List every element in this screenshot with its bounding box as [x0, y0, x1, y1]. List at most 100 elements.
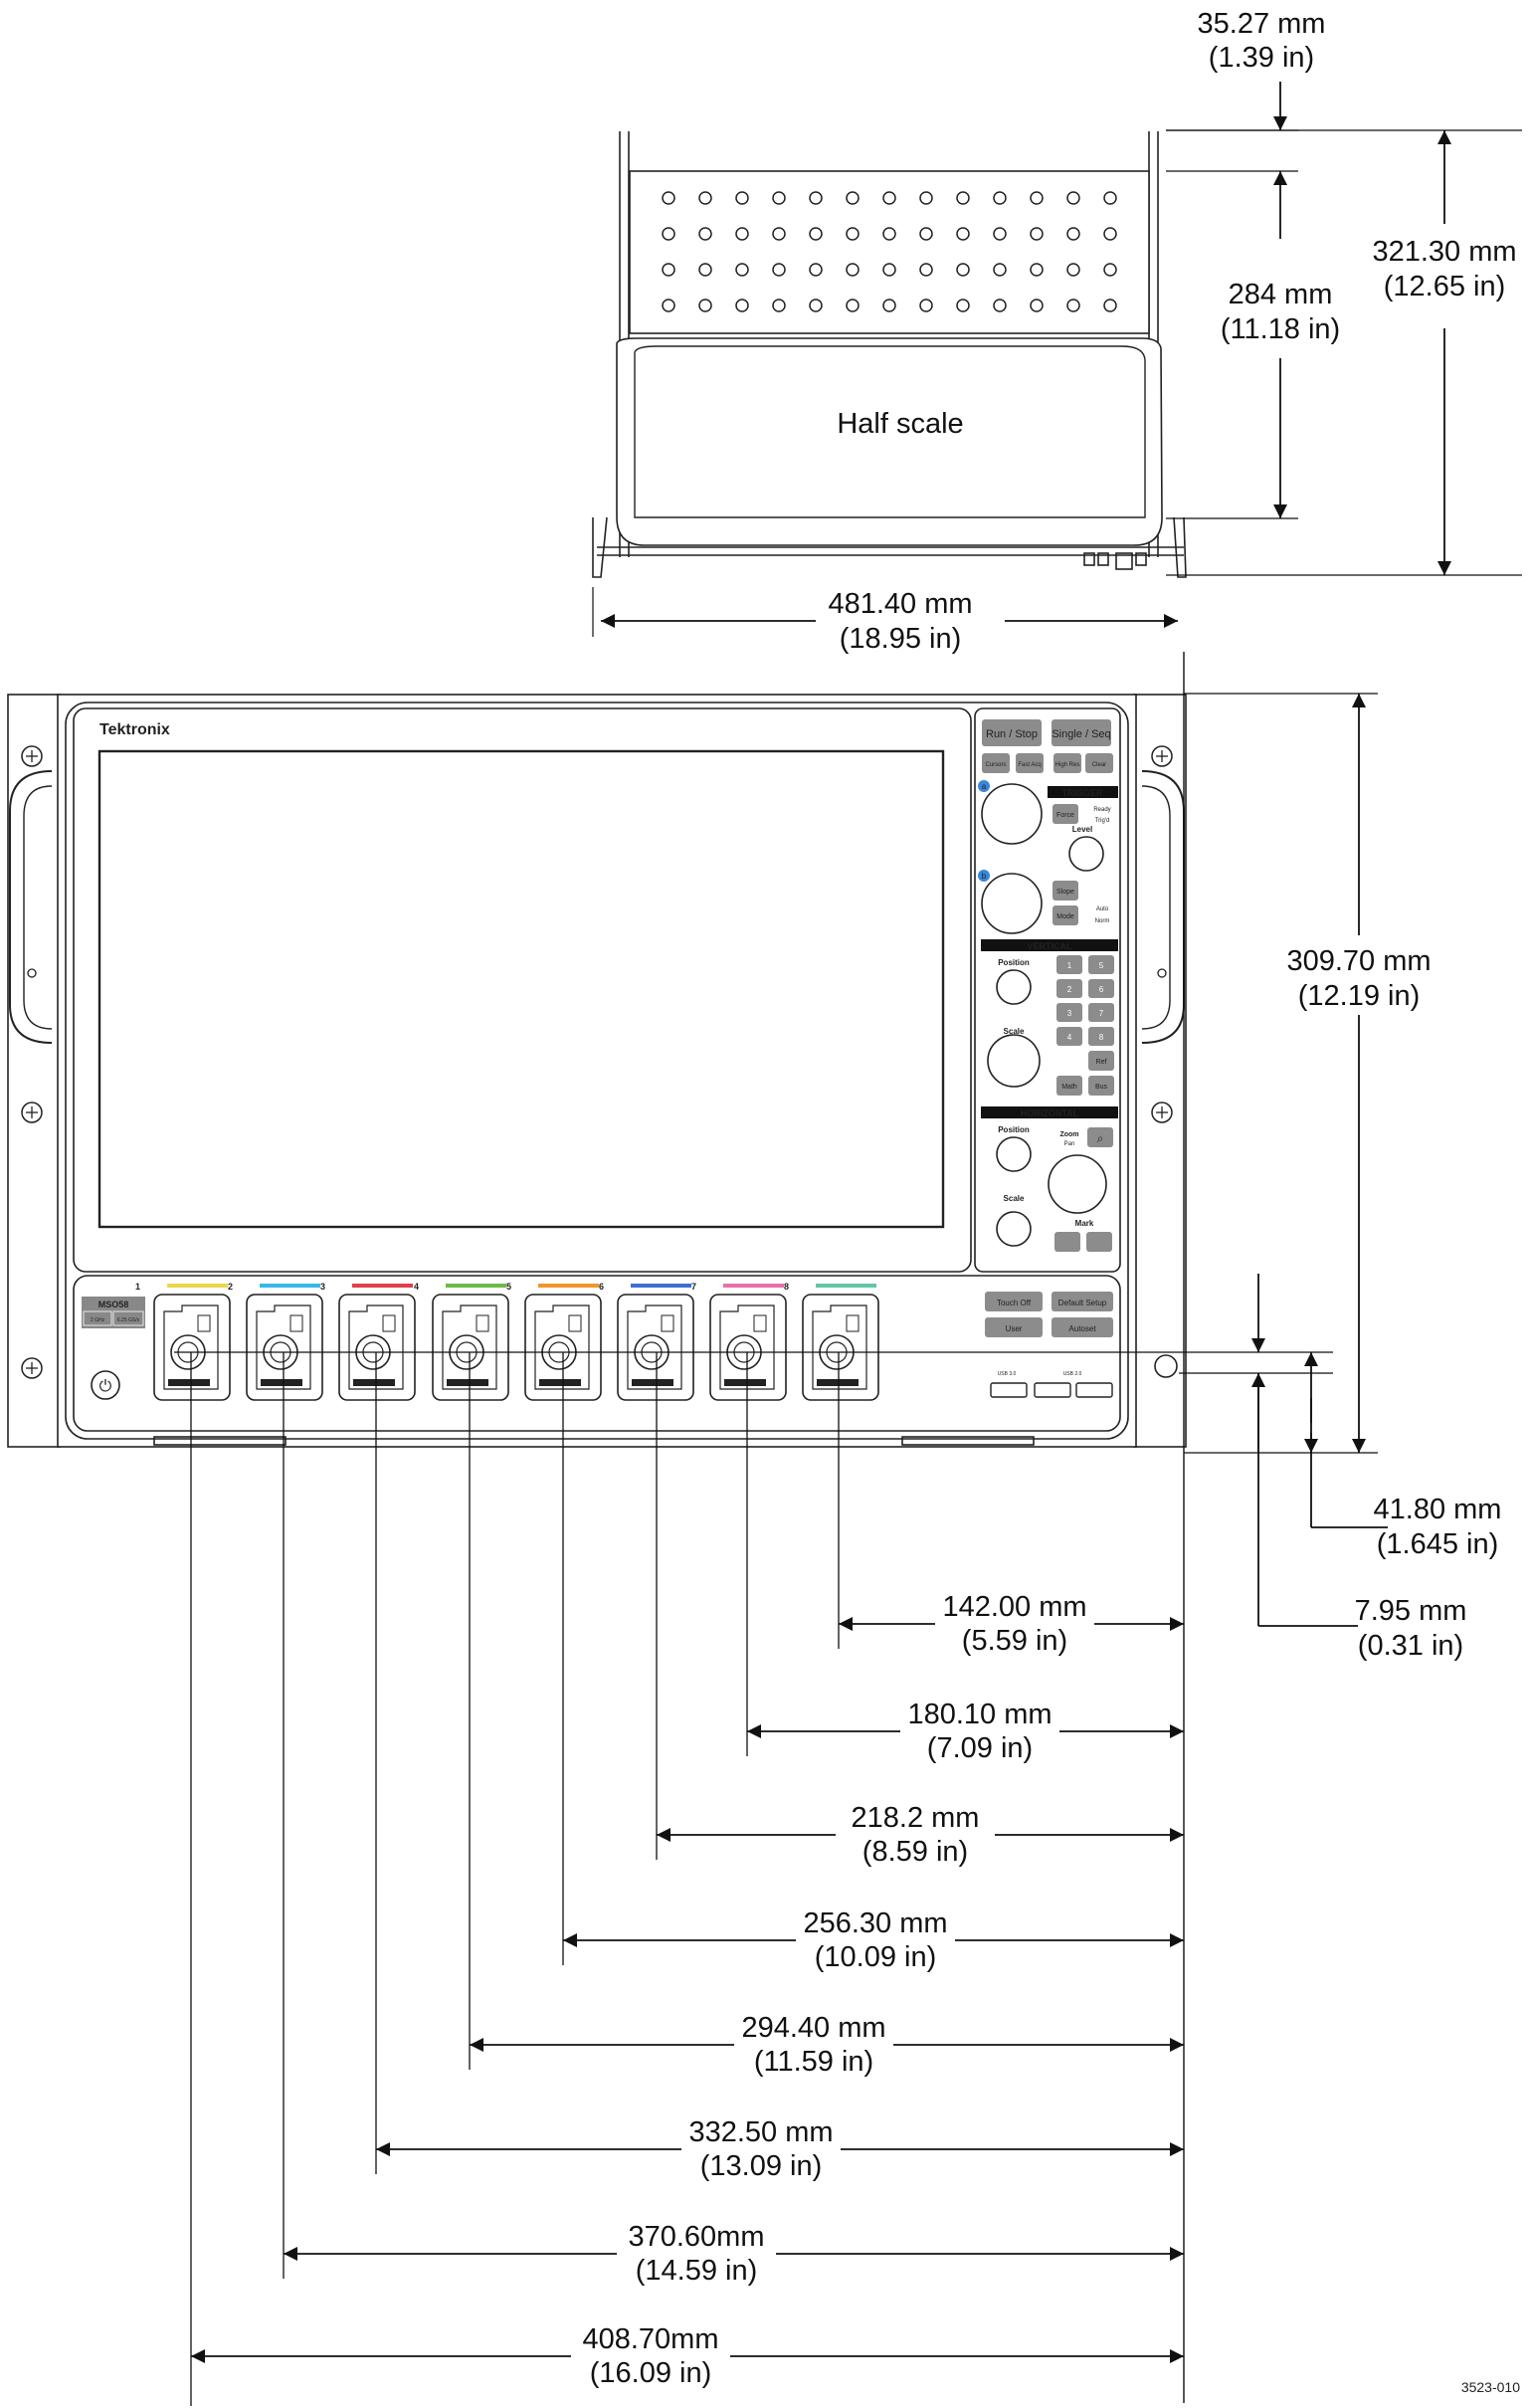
dim-41-mm: 41.80 mm [1374, 1494, 1502, 1525]
dim-309-mm: 309.70 mm [1286, 945, 1431, 977]
high-res-button[interactable] [1053, 753, 1081, 773]
vent-hole [1030, 191, 1044, 205]
model-bandwidth: 2 GHz [91, 1317, 105, 1323]
vent-hole [993, 263, 1007, 277]
dim-channel-1-in: (16.09 in) [590, 2357, 712, 2389]
ventilation-holes [662, 191, 1117, 312]
probe-interface-pins [724, 1379, 766, 1386]
front-view-dimensions [174, 652, 1388, 2403]
ref-button[interactable] [1088, 1051, 1114, 1071]
fast-acq-label: Fast Acq [1018, 762, 1041, 768]
knob-b-label: b [982, 872, 987, 881]
usb-port-1[interactable] [990, 1382, 1028, 1398]
vent-hole [1066, 263, 1080, 277]
mode-button[interactable] [1053, 905, 1078, 925]
power-icon: ⏻ [99, 1378, 112, 1395]
force-button[interactable] [1053, 804, 1078, 824]
force-label: Force [1056, 812, 1074, 819]
vertical-position-label: Position [998, 958, 1030, 967]
vertical-title: VERTICAL [1028, 941, 1073, 951]
mark-label: Mark [1075, 1219, 1094, 1228]
channel-key-label: 1 [1067, 961, 1072, 970]
usb-port-2[interactable] [1034, 1382, 1071, 1398]
channel-key-7[interactable] [1088, 1003, 1114, 1022]
trigger-level-knob[interactable] [1068, 836, 1104, 872]
user-button[interactable] [985, 1317, 1043, 1337]
vent-hole [956, 263, 970, 277]
dim-channel-3-mm: 332.50 mm [688, 2116, 833, 2148]
top-view [592, 131, 1187, 578]
rack-screws [21, 745, 1173, 1379]
vent-hole [809, 227, 823, 241]
vent-hole [772, 299, 786, 312]
dim-35-mm: 35.27 mm [1198, 8, 1326, 40]
horizontal-position-label: Position [998, 1125, 1030, 1134]
top-view-dimensions [592, 82, 1522, 637]
vent-hole [882, 227, 896, 241]
power-button[interactable] [91, 1370, 120, 1400]
zoom-button[interactable] [1087, 1127, 1113, 1147]
level-label: Level [1072, 825, 1092, 834]
channel-key-8[interactable] [1088, 1027, 1114, 1046]
vent-hole [772, 263, 786, 277]
vent-hole [698, 263, 712, 277]
channel-number-8: 8 [784, 1282, 789, 1292]
channel-key-3[interactable] [1056, 1003, 1082, 1022]
clear-button[interactable] [1085, 753, 1113, 773]
vent-hole [956, 191, 970, 205]
vertical-position-knob[interactable] [996, 969, 1032, 1005]
vent-hole [882, 191, 896, 205]
vent-hole [1066, 299, 1080, 312]
mark-prev-button[interactable] [1054, 1232, 1080, 1252]
channel-key-2[interactable] [1056, 979, 1082, 998]
vent-hole [882, 263, 896, 277]
channel-key-6[interactable] [1088, 979, 1114, 998]
default-setup-label: Default Setup [1058, 1299, 1107, 1307]
cursors-button[interactable] [982, 753, 1010, 773]
channel-key-label: 7 [1099, 1009, 1104, 1018]
bus-button[interactable] [1088, 1076, 1114, 1096]
run-stop-button[interactable] [982, 719, 1042, 746]
dim-309-in: (12.19 in) [1298, 980, 1421, 1012]
channel-key-1[interactable] [1056, 955, 1082, 974]
high-res-label: High Res [1055, 762, 1080, 768]
multipurpose-knob-b[interactable] [981, 873, 1043, 934]
dim-channel-5-in: (10.09 in) [815, 1941, 937, 1973]
channel-key-label: 3 [1067, 1009, 1072, 1018]
mode-label: Mode [1056, 913, 1074, 920]
dim-321-mm: 321.30 mm [1372, 236, 1516, 268]
default-setup-button[interactable] [1052, 1292, 1113, 1311]
probe-interface-pins [447, 1379, 488, 1386]
usb-port-3[interactable] [1075, 1382, 1113, 1398]
math-button[interactable] [1056, 1076, 1082, 1096]
dim-channel-2-mm: 370.60mm [628, 2221, 764, 2253]
zoom-pan-knob[interactable] [1048, 1154, 1107, 1214]
channel-key-4[interactable] [1056, 1027, 1082, 1046]
channel-number-1: 1 [135, 1282, 140, 1292]
knob-a-label: a [982, 782, 987, 791]
channel-number-6: 6 [599, 1282, 604, 1292]
vent-hole [698, 227, 712, 241]
vent-hole [809, 263, 823, 277]
probe-interface-pins [261, 1379, 302, 1386]
ground-terminal[interactable] [1154, 1354, 1178, 1378]
vertical-scale-knob[interactable] [987, 1034, 1041, 1088]
channel-key-label: 6 [1099, 985, 1104, 994]
single-seq-label: Single / Seq [1052, 728, 1110, 740]
fast-acq-button[interactable] [1016, 753, 1044, 773]
touch-off-button[interactable] [985, 1292, 1043, 1311]
dim-channel-6-in: (8.59 in) [862, 1836, 968, 1868]
horizontal-position-knob[interactable] [996, 1136, 1032, 1172]
channel-key-5[interactable] [1088, 955, 1114, 974]
multipurpose-knob-a[interactable] [981, 783, 1043, 845]
figure-id: 3523-010 [1461, 2379, 1520, 2395]
channel-number-5: 5 [506, 1282, 511, 1292]
horizontal-scale-knob[interactable] [996, 1211, 1032, 1247]
mark-next-button[interactable] [1086, 1232, 1112, 1252]
vent-hole [1030, 263, 1044, 277]
single-seq-button[interactable] [1052, 719, 1111, 746]
autoset-button[interactable] [1052, 1317, 1113, 1337]
slope-button[interactable] [1053, 881, 1078, 901]
